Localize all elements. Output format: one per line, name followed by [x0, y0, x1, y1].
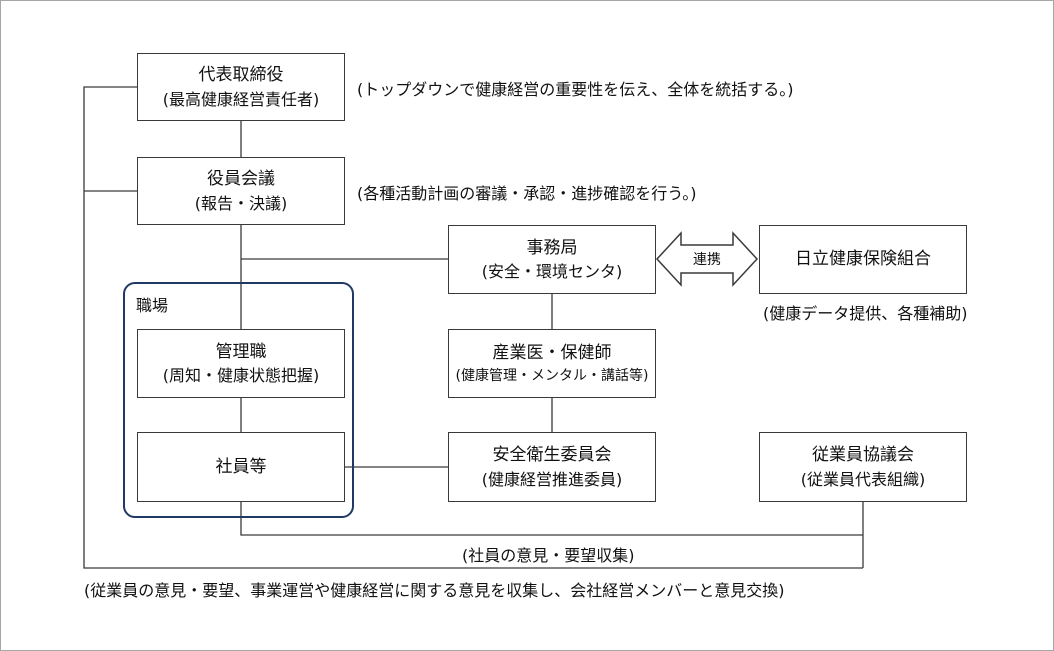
double-arrow-icon — [655, 231, 759, 287]
workplace-group: 職場 — [123, 282, 354, 518]
workplace-label: 職場 — [136, 296, 169, 315]
insurance-title: 日立健康保険組合 — [795, 249, 931, 270]
board-title: 役員会議 — [207, 169, 275, 190]
doctors-title: 産業医・保健師 — [492, 343, 612, 364]
representative-note: (トップダウンで健康経営の重要性を伝え、全体を統括する。) — [357, 80, 794, 99]
representative-subtitle: (最高健康経営責任者) — [162, 89, 320, 109]
doctors-subtitle: (健康管理・メンタル・講話等) — [455, 367, 649, 384]
representative-title: 代表取締役 — [198, 65, 284, 86]
managers-box: 管理職 (周知・健康状態把握) — [137, 329, 345, 398]
connector-employee-feedback — [240, 502, 863, 536]
representative-box: 代表取締役 (最高健康経営責任者) — [137, 53, 345, 121]
council-box: 従業員協議会 (従業員代表組織) — [759, 432, 967, 502]
insurance-box: 日立健康保険組合 — [759, 225, 967, 294]
managers-title: 管理職 — [215, 341, 267, 362]
safety-committee-title: 安全衛生委員会 — [492, 445, 612, 466]
secretariat-box: 事務局 (安全・環境センタ) — [448, 225, 656, 294]
council-feedback-note: (従業員の意見・要望、事業運営や健康経営に関する意見を収集し、会社経営メンバーと… — [84, 581, 785, 600]
employee-feedback-note: (社員の意見・要望収集) — [462, 546, 635, 565]
council-subtitle: (従業員代表組織) — [800, 469, 926, 489]
secretariat-title: 事務局 — [526, 237, 578, 258]
employees-title: 社員等 — [215, 456, 267, 477]
managers-subtitle: (周知・健康状態把握) — [162, 366, 320, 386]
cooperation-arrow: 連携 — [655, 230, 759, 288]
council-title: 従業員協議会 — [812, 445, 914, 466]
cooperation-label: 連携 — [693, 252, 721, 268]
employees-box: 社員等 — [137, 432, 345, 502]
board-note: (各種活動計画の審議・承認・進捗確認を行う。) — [357, 184, 697, 203]
secretariat-subtitle: (安全・環境センタ) — [481, 262, 623, 282]
board-subtitle: (報告・決議) — [194, 193, 288, 213]
doctors-box: 産業医・保健師 (健康管理・メンタル・講話等) — [448, 329, 656, 398]
safety-committee-box: 安全衛生委員会 (健康経営推進委員) — [448, 432, 656, 502]
safety-committee-subtitle: (健康経営推進委員) — [481, 469, 623, 489]
insurance-note: (健康データ提供、各種補助) — [763, 304, 968, 323]
board-box: 役員会議 (報告・決議) — [137, 157, 345, 225]
connector-outer-loop — [83, 86, 863, 569]
